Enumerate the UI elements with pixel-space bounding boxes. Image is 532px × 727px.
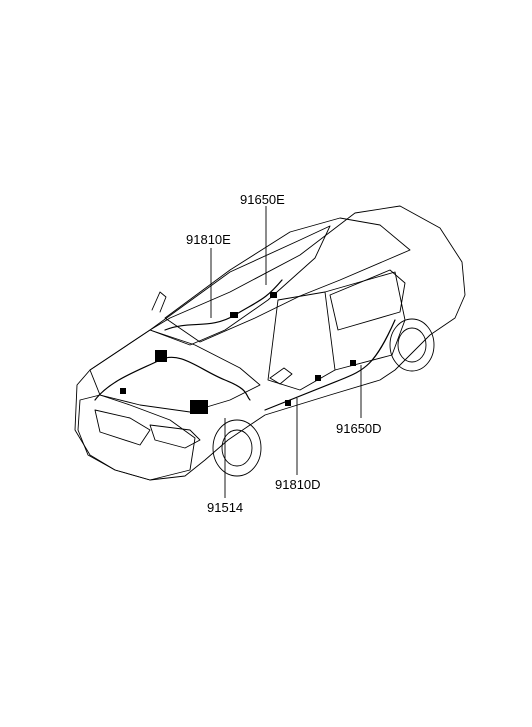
side-mirror: [269, 367, 293, 385]
front-bumper: [77, 394, 196, 481]
callout-91810d: 91810D: [275, 477, 321, 492]
rear-wheel-inner: [397, 327, 427, 363]
callout-91650d: 91650D: [336, 421, 382, 436]
connector: [270, 292, 277, 298]
callout-91810e: 91810E: [186, 232, 231, 247]
connector: [230, 312, 238, 318]
car-roof: [164, 217, 411, 343]
harness-engine: [94, 356, 251, 401]
connector: [190, 400, 208, 414]
callout-91514: 91514: [207, 500, 244, 515]
front-door: [267, 291, 336, 391]
headlight: [149, 424, 201, 449]
windshield: [149, 225, 331, 346]
roof-antenna: [151, 291, 167, 313]
rear-wheel: [389, 318, 435, 372]
connector: [350, 360, 356, 366]
connector: [155, 350, 167, 362]
front-wheel: [212, 419, 262, 477]
connector: [120, 388, 126, 394]
grille: [94, 409, 151, 446]
connector: [315, 375, 321, 381]
front-wheel-inner: [221, 429, 253, 467]
callout-91650e: 91650E: [240, 192, 285, 207]
car-body-outline: [74, 205, 466, 481]
connector: [285, 400, 291, 406]
rear-door: [324, 271, 406, 371]
rear-window: [329, 269, 406, 331]
